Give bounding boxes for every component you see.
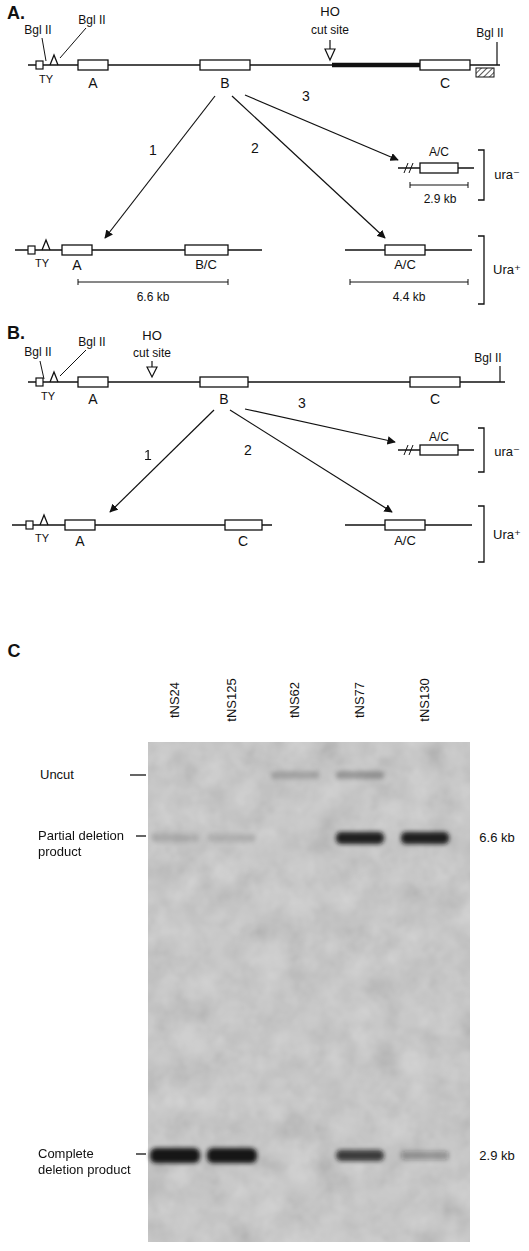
gene-label: A/C [394, 257, 416, 273]
gene-label: A/C [394, 533, 416, 549]
gene-label: A [72, 257, 81, 274]
gene-label: A/C [429, 430, 449, 444]
phenotype-label: Ura⁺ [493, 262, 521, 278]
gene-label: A [88, 391, 97, 408]
gene-label: A [75, 533, 84, 550]
gene-label: B [220, 75, 229, 92]
size-label: 2.9 kb [424, 192, 457, 206]
lane-label: tNS77 [352, 682, 368, 718]
element-label: TY [39, 73, 53, 86]
lane-label: tNS24 [167, 682, 183, 718]
gene-label: C [430, 391, 440, 408]
enzyme-site-label: Bgl II [78, 335, 105, 349]
element-label: TY [41, 390, 55, 403]
phenotype-label: ura⁻ [494, 444, 520, 460]
callout-number: 3 [298, 395, 306, 412]
phenotype-label: Ura⁺ [493, 527, 521, 543]
gene-label: C [238, 533, 248, 550]
cut-site-label: cut site [311, 23, 349, 37]
size-label: 6.6 kb [137, 290, 170, 304]
cut-site-label: HO [320, 4, 340, 20]
enzyme-site-label: Bgl II [24, 23, 51, 37]
phenotype-label: ura⁻ [494, 167, 520, 183]
gene-label: B/C [195, 257, 217, 273]
element-label: TY [35, 257, 49, 270]
cut-site-label: cut site [133, 346, 171, 360]
enzyme-site-label: Bgl II [78, 13, 105, 27]
panel-letter: B. [7, 323, 25, 345]
size-label: 4.4 kb [393, 290, 426, 304]
panel-letter: C [8, 641, 21, 663]
lane-label: tNS62 [287, 682, 303, 718]
band-label: Uncut [40, 767, 74, 783]
callout-number: 1 [149, 142, 157, 159]
callout-number: 2 [251, 140, 259, 157]
callout-number: 2 [244, 442, 252, 459]
band-label: Complete deletion product [38, 1146, 134, 1177]
callout-number: 1 [144, 447, 152, 464]
panel-a-map [15, 28, 500, 304]
gene-label: A/C [429, 145, 449, 159]
enzyme-site-label: Bgl II [474, 351, 501, 365]
callout-number: 3 [302, 88, 310, 105]
gel-image [130, 742, 470, 1242]
cut-site-label: HO [142, 328, 162, 344]
panel-letter: A. [7, 3, 25, 25]
lane-label: tNS125 [224, 678, 240, 721]
gene-label: C [440, 75, 450, 92]
gene-label: A [88, 75, 97, 92]
enzyme-site-label: Bgl II [24, 345, 51, 359]
gene-label: B [219, 391, 228, 408]
panel-b-map [12, 350, 505, 562]
size-label: 2.9 kb [479, 1148, 514, 1164]
enzyme-site-label: Bgl II [476, 26, 503, 40]
size-label: 6.6 kb [479, 830, 514, 846]
lane-label: tNS130 [417, 678, 433, 721]
band-label: Partial deletion product [38, 828, 134, 859]
element-label: TY [35, 532, 49, 545]
